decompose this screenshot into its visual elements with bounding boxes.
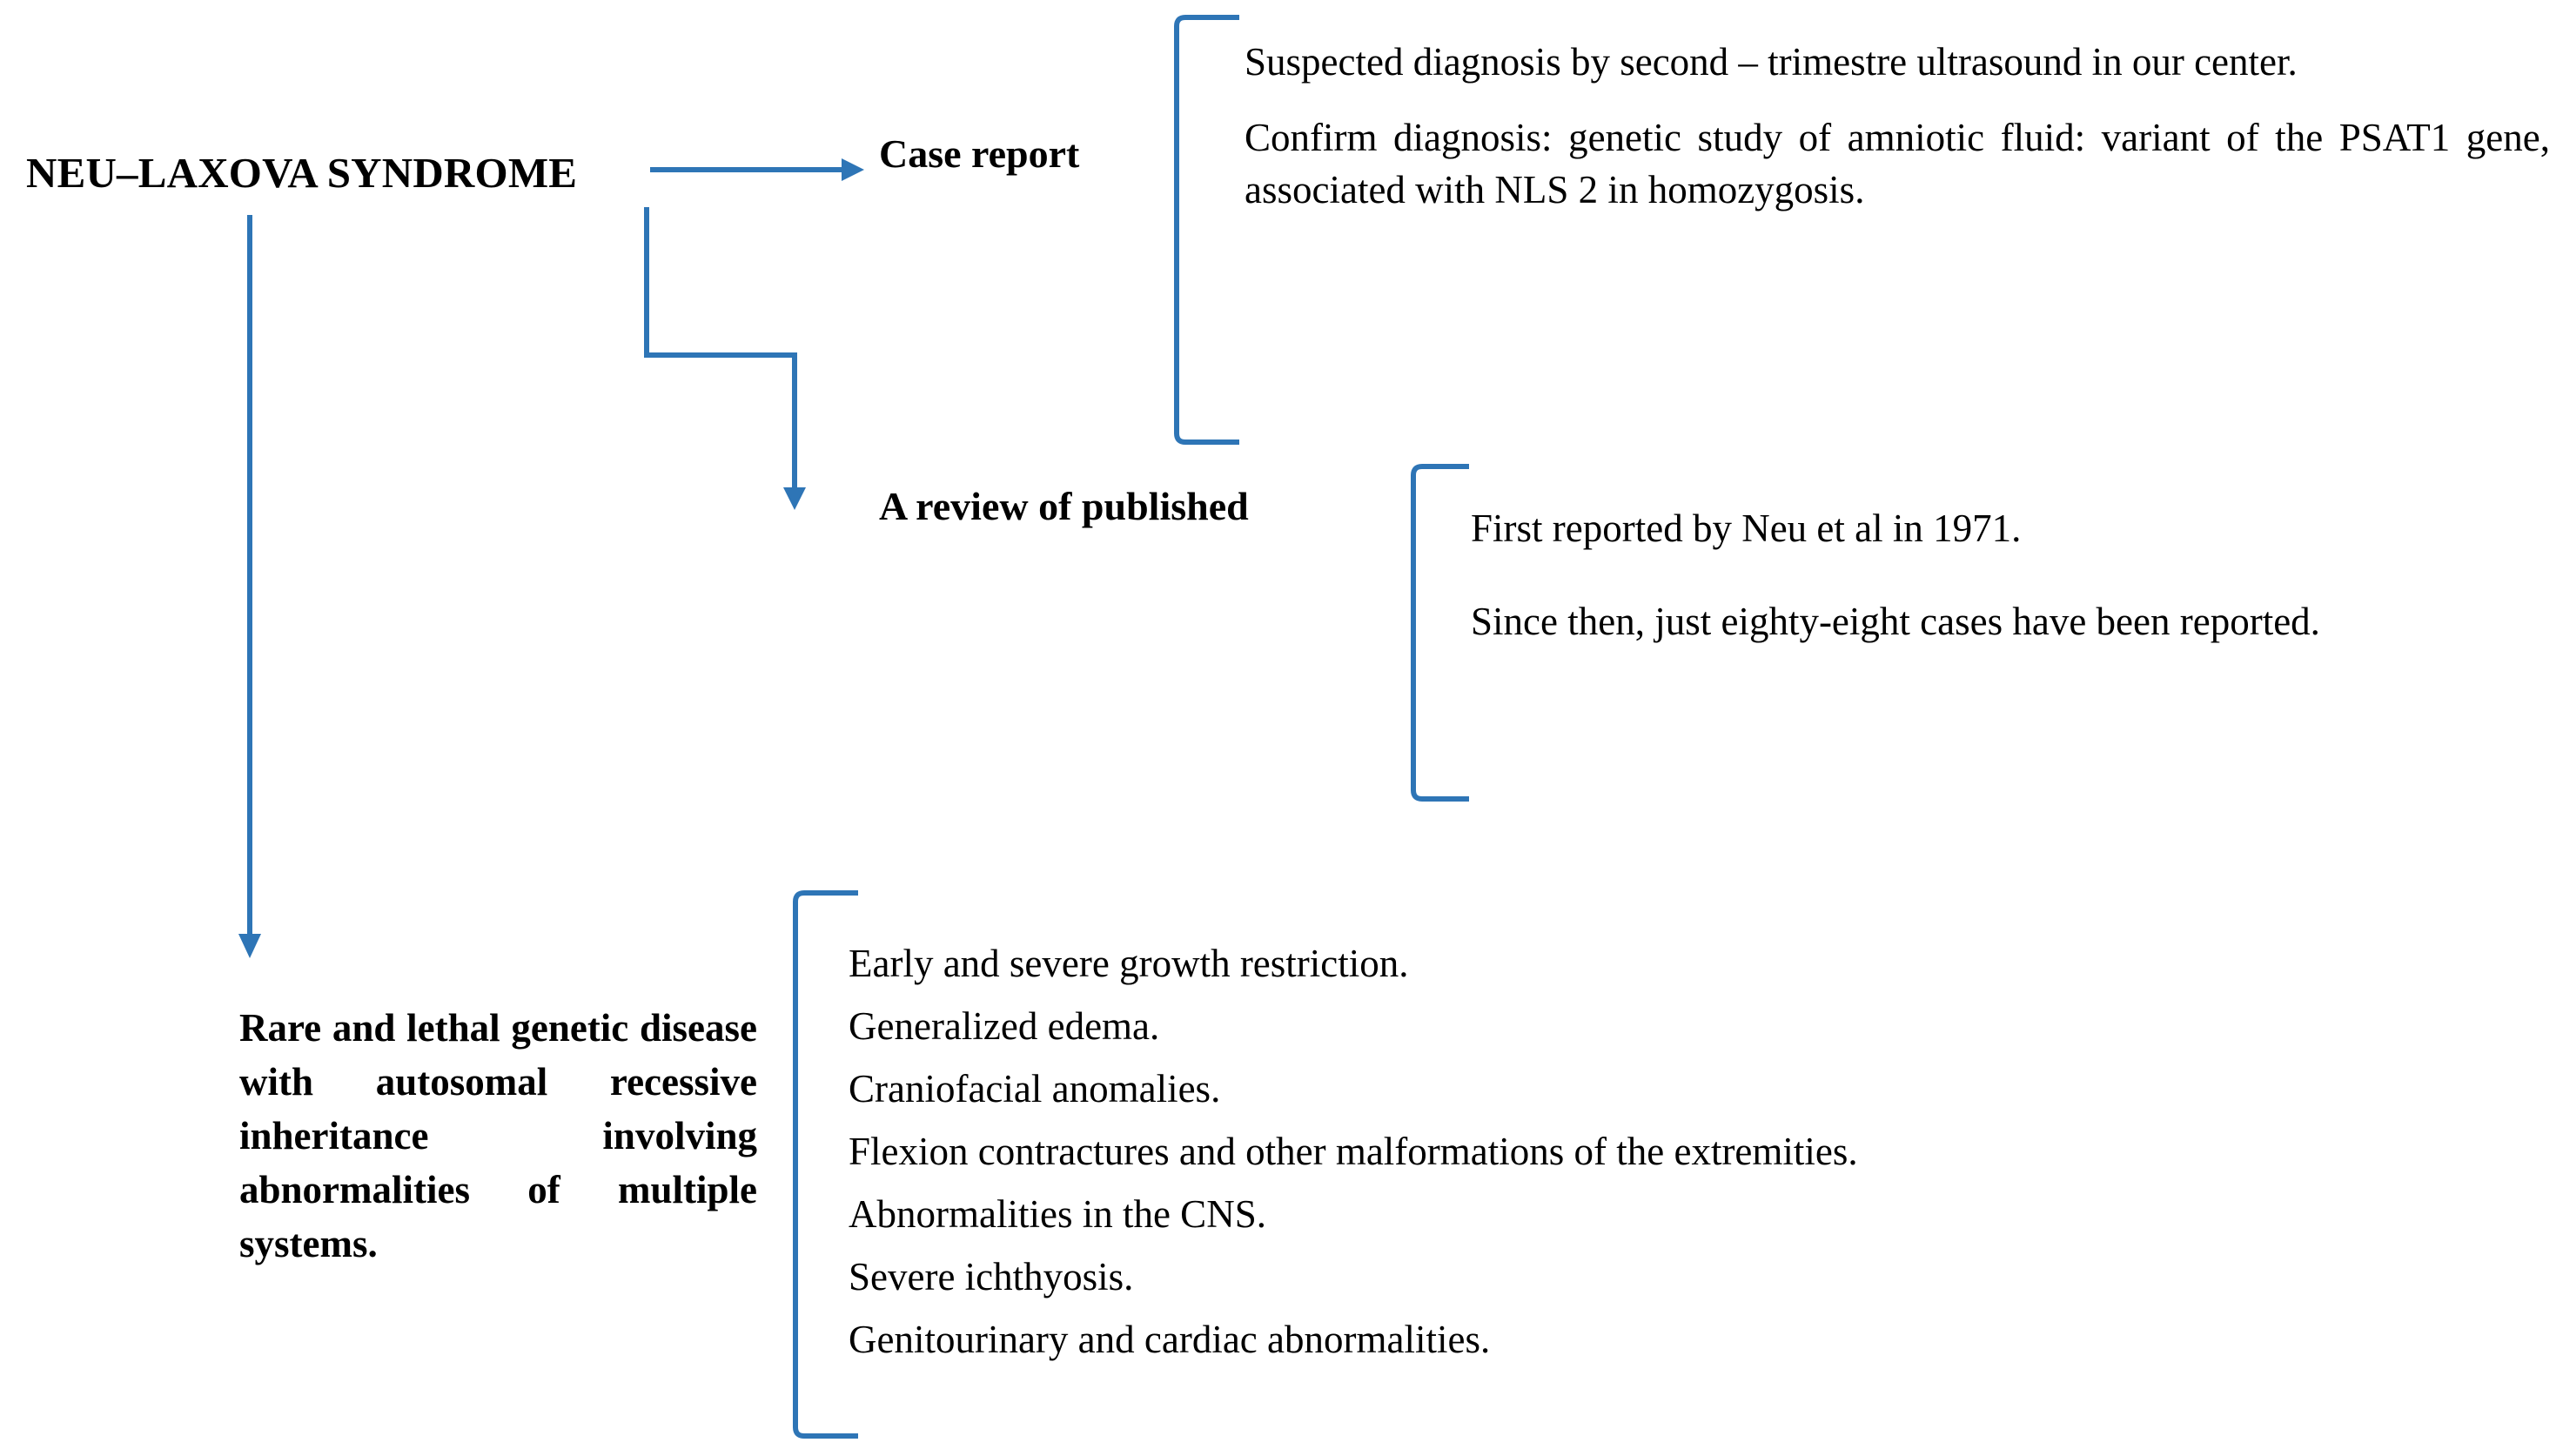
list-item: Craniofacial anomalies. [849, 1067, 1221, 1110]
arrow-to-case-report [648, 152, 866, 187]
disease-summary-text: Rare and lethal genetic disease with aut… [239, 1006, 757, 1266]
bracket-review [1403, 463, 1473, 802]
arrow-to-review [640, 200, 892, 513]
case-report-item: Suspected diagnosis by second – trimestr… [1245, 40, 2298, 84]
list-item: Flexion contractures and other malformat… [849, 1130, 1858, 1173]
clinical-features-list: Early and severe growth restriction. Gen… [849, 944, 2415, 1359]
list-item: Generalized edema. [849, 1004, 1160, 1048]
list-item: Abnormalities in the CNS. [849, 1192, 1266, 1236]
arrow-to-disease-summary [231, 213, 269, 962]
list-item: Early and severe growth restriction. [849, 942, 1409, 985]
list-item: Severe ichthyosis. [849, 1255, 1134, 1298]
branch-label-case-report: Case report [879, 131, 1080, 176]
bracket-case-report [1173, 14, 1243, 446]
root-node-title: NEU–LAXOVA SYNDROME [26, 149, 578, 197]
case-report-body: Suspected diagnosis by second – trimestr… [1245, 37, 2550, 216]
branch-label-review: A review of published [879, 484, 1249, 528]
review-body: First reported by Neu et al in 1971. Sin… [1471, 503, 2550, 648]
bracket-clinical-features [783, 889, 862, 1446]
case-report-item: Confirm diagnosis: genetic study of amni… [1245, 116, 2550, 211]
list-item: Genitourinary and cardiac abnormalities. [849, 1318, 1491, 1361]
review-item: First reported by Neu et al in 1971. [1471, 507, 2022, 550]
review-item: Since then, just eighty-eight cases have… [1471, 600, 2320, 644]
